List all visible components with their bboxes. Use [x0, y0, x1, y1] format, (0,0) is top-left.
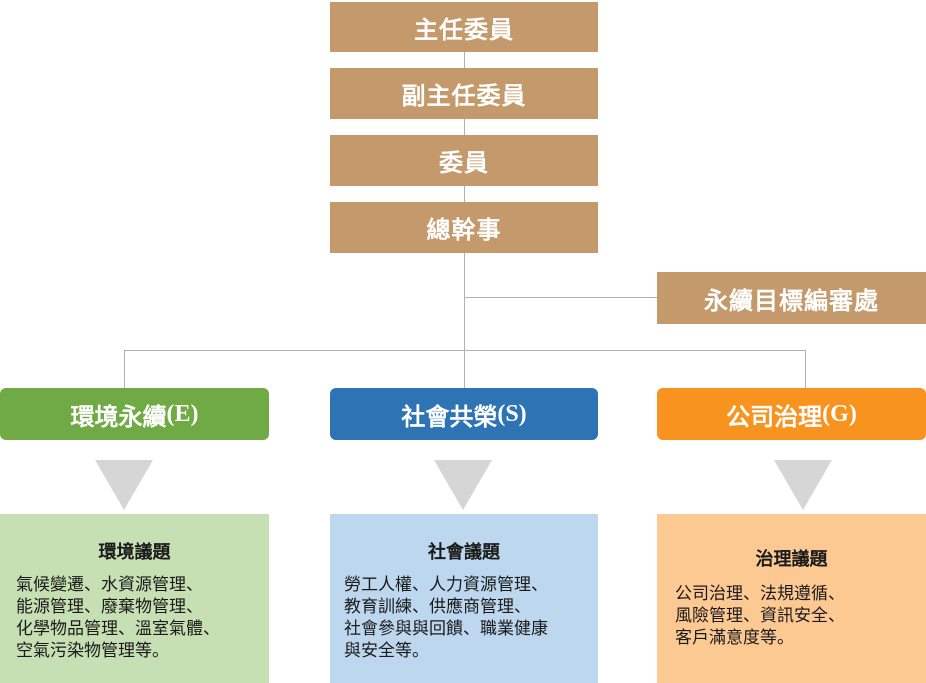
environment-issues-panel: 環境議題 氣候變遷、水資源管理、 能源管理、廢棄物管理、 化學物品管理、溫室氣體… [0, 514, 269, 683]
social-issues-text: 勞工人權、人力資源管理、 教育訓練、供應商管理、 社會參與與回饋、職業健康 與安… [344, 575, 548, 661]
governance-issues-title: 治理議題 [755, 549, 828, 570]
down-arrow-icon-social [434, 460, 492, 510]
category-social-name: 社會共榮 [401, 402, 498, 431]
category-governance-name: 公司治理 [726, 402, 823, 431]
environment-issues-title: 環境議題 [98, 542, 171, 563]
vice-chair-box: 副主任委員 [330, 68, 598, 119]
category-governance-code: (G) [822, 400, 857, 427]
branch-horizontal-connector [124, 350, 806, 351]
governance-issues-text: 公司治理、法規遵循、 風險管理、資訊安全、 客戶滿意度等。 [675, 584, 845, 648]
branch-connector-s [464, 350, 465, 388]
chair-label: 主任委員 [414, 15, 514, 44]
secretary-general-box: 總幹事 [330, 202, 598, 253]
chair-box: 主任委員 [330, 2, 598, 52]
category-environment-box: 環境永續(E) [0, 388, 269, 440]
branch-connector-g [805, 350, 806, 388]
social-issues-panel: 社會議題 勞工人權、人力資源管理、 教育訓練、供應商管理、 社會參與與回饋、職業… [330, 514, 598, 683]
vice-chair-label: 副主任委員 [401, 82, 527, 110]
branch-connector-e [124, 350, 125, 388]
category-social-box: 社會共榮(S) [330, 388, 598, 440]
main-vertical-connector [464, 52, 465, 350]
office-label: 永續目標編審處 [704, 286, 879, 315]
category-social-code: (S) [497, 400, 527, 427]
category-governance-box: 公司治理(G) [657, 388, 926, 440]
environment-issues-text: 氣候變遷、水資源管理、 能源管理、廢棄物管理、 化學物品管理、溫室氣體、 空氣污… [16, 575, 220, 661]
category-environment-name: 環境永續 [70, 402, 167, 431]
down-arrow-icon-environment [95, 460, 153, 510]
governance-issues-panel: 治理議題 公司治理、法規遵循、 風險管理、資訊安全、 客戶滿意度等。 [657, 514, 926, 683]
down-arrow-icon-governance [774, 460, 832, 510]
secretary-general-label: 總幹事 [426, 216, 502, 244]
members-label: 委員 [439, 149, 489, 177]
category-environment-code: (E) [166, 400, 199, 427]
office-connector [465, 297, 657, 298]
social-issues-title: 社會議題 [428, 542, 500, 563]
members-box: 委員 [330, 135, 598, 186]
office-box: 永續目標編審處 [657, 272, 926, 324]
